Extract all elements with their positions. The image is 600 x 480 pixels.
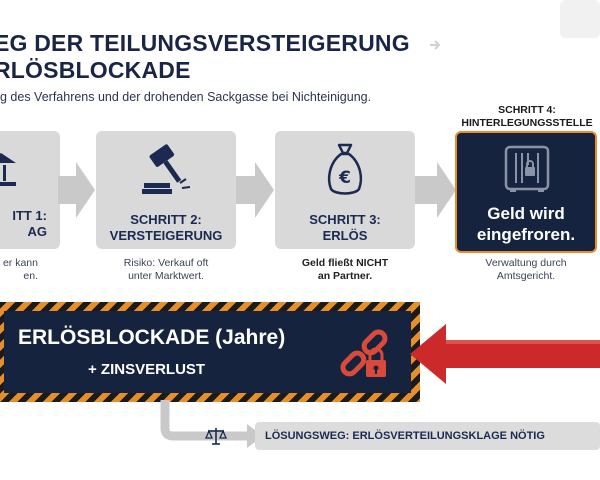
decorative-arrow-icon <box>430 40 441 50</box>
bank-icon <box>0 153 16 186</box>
step-4-note-line-2: Amtsgericht. <box>496 270 556 282</box>
blockade-panel: ERLÖSBLOCKADE (Jahre) + ZINSVERLUST <box>4 311 411 393</box>
step-3-note-line-1: Geld fließt NICHT <box>301 257 389 269</box>
step-2-note-line-1: Risiko: Verkauf oft <box>123 257 209 269</box>
step-3-label: SCHRITT 3: ERLÖS <box>275 212 415 244</box>
step-4-label-line-2: eingefroren. <box>476 225 576 244</box>
step-3-box: € SCHRITT 3: ERLÖS <box>275 131 415 249</box>
step-4-heading-line-1: SCHRITT 4: <box>498 104 556 116</box>
blockade-title: ERLÖSBLOCKADE (Jahre) <box>18 326 286 349</box>
step-4-label-line-1: Geld wird <box>487 204 565 223</box>
page-title: EG DER TEILUNGSVERSTEIGERUNG RLÖSBLOCKAD… <box>0 30 410 84</box>
step-1-label: ITT 1: AG <box>0 208 47 240</box>
step-3-label-line-1: SCHRITT 3: <box>309 212 381 227</box>
step-4-box: Geld wird eingefroren. <box>455 131 597 253</box>
vault-icon <box>504 145 550 192</box>
step-2-label-line-1: SCHRITT 2: <box>130 212 202 227</box>
blockade-hazard-border: ERLÖSBLOCKADE (Jahre) + ZINSVERLUST <box>0 302 420 402</box>
red-pointer-arrow <box>410 324 600 384</box>
step-1-note-line-1: er kann <box>2 257 38 269</box>
step-2-label-line-2: VERSTEIGERUNG <box>109 228 223 243</box>
step-1-box: ITT 1: AG <box>0 131 60 249</box>
flow-arrow-1 <box>58 162 95 218</box>
step-1-note-line-2: en. <box>23 270 38 282</box>
flow-arrow-2 <box>235 162 274 218</box>
svg-text:€: € <box>338 168 351 188</box>
step-1-label-line-2: AG <box>27 224 48 239</box>
step-2-note: Risiko: Verkauf oft unter Marktwert. <box>96 257 236 283</box>
step-2-box: SCHRITT 2: VERSTEIGERUNG <box>96 131 236 249</box>
gavel-icon <box>142 144 191 194</box>
step-1-note: er kann en. <box>0 257 38 283</box>
blockade-subtitle: + ZINSVERLUST <box>88 361 206 378</box>
title-line-1: EG DER TEILUNGSVERSTEIGERUNG <box>0 30 410 56</box>
step-3-note: Geld fließt NICHT an Partner. <box>275 257 415 283</box>
corner-decoration <box>560 0 600 38</box>
solution-box: LÖSUNGSWEG: ERLÖSVERTEILUNGSKLAGE NÖTIG <box>255 422 600 450</box>
broken-chain-lock-icon <box>340 329 388 377</box>
flow-arrow-3 <box>415 162 456 218</box>
step-4-label: Geld wird eingefroren. <box>457 203 595 245</box>
step-2-note-line-2: unter Marktwert. <box>128 270 204 282</box>
step-4-note: Verwaltung durch Amtsgericht. <box>455 257 597 283</box>
scales-icon <box>205 428 227 445</box>
page-subtitle: g des Verfahrens und der drohenden Sackg… <box>0 90 372 104</box>
title-line-2: RLÖSBLOCKADE <box>0 57 191 83</box>
step-1-label-line-1: ITT 1: <box>12 208 47 223</box>
step-4-heading: SCHRITT 4: HINTERLEGUNGSSTELLE <box>452 104 600 130</box>
step-4-note-line-1: Verwaltung durch <box>485 257 567 269</box>
money-bag-icon: € <box>327 143 363 195</box>
step-4-heading-line-2: HINTERLEGUNGSSTELLE <box>461 117 593 129</box>
step-3-note-line-2: an Partner. <box>317 270 373 282</box>
step-3-label-line-2: ERLÖS <box>322 228 368 243</box>
solution-text: LÖSUNGSWEG: ERLÖSVERTEILUNGSKLAGE NÖTIG <box>265 430 545 442</box>
step-2-label: SCHRITT 2: VERSTEIGERUNG <box>96 212 236 244</box>
